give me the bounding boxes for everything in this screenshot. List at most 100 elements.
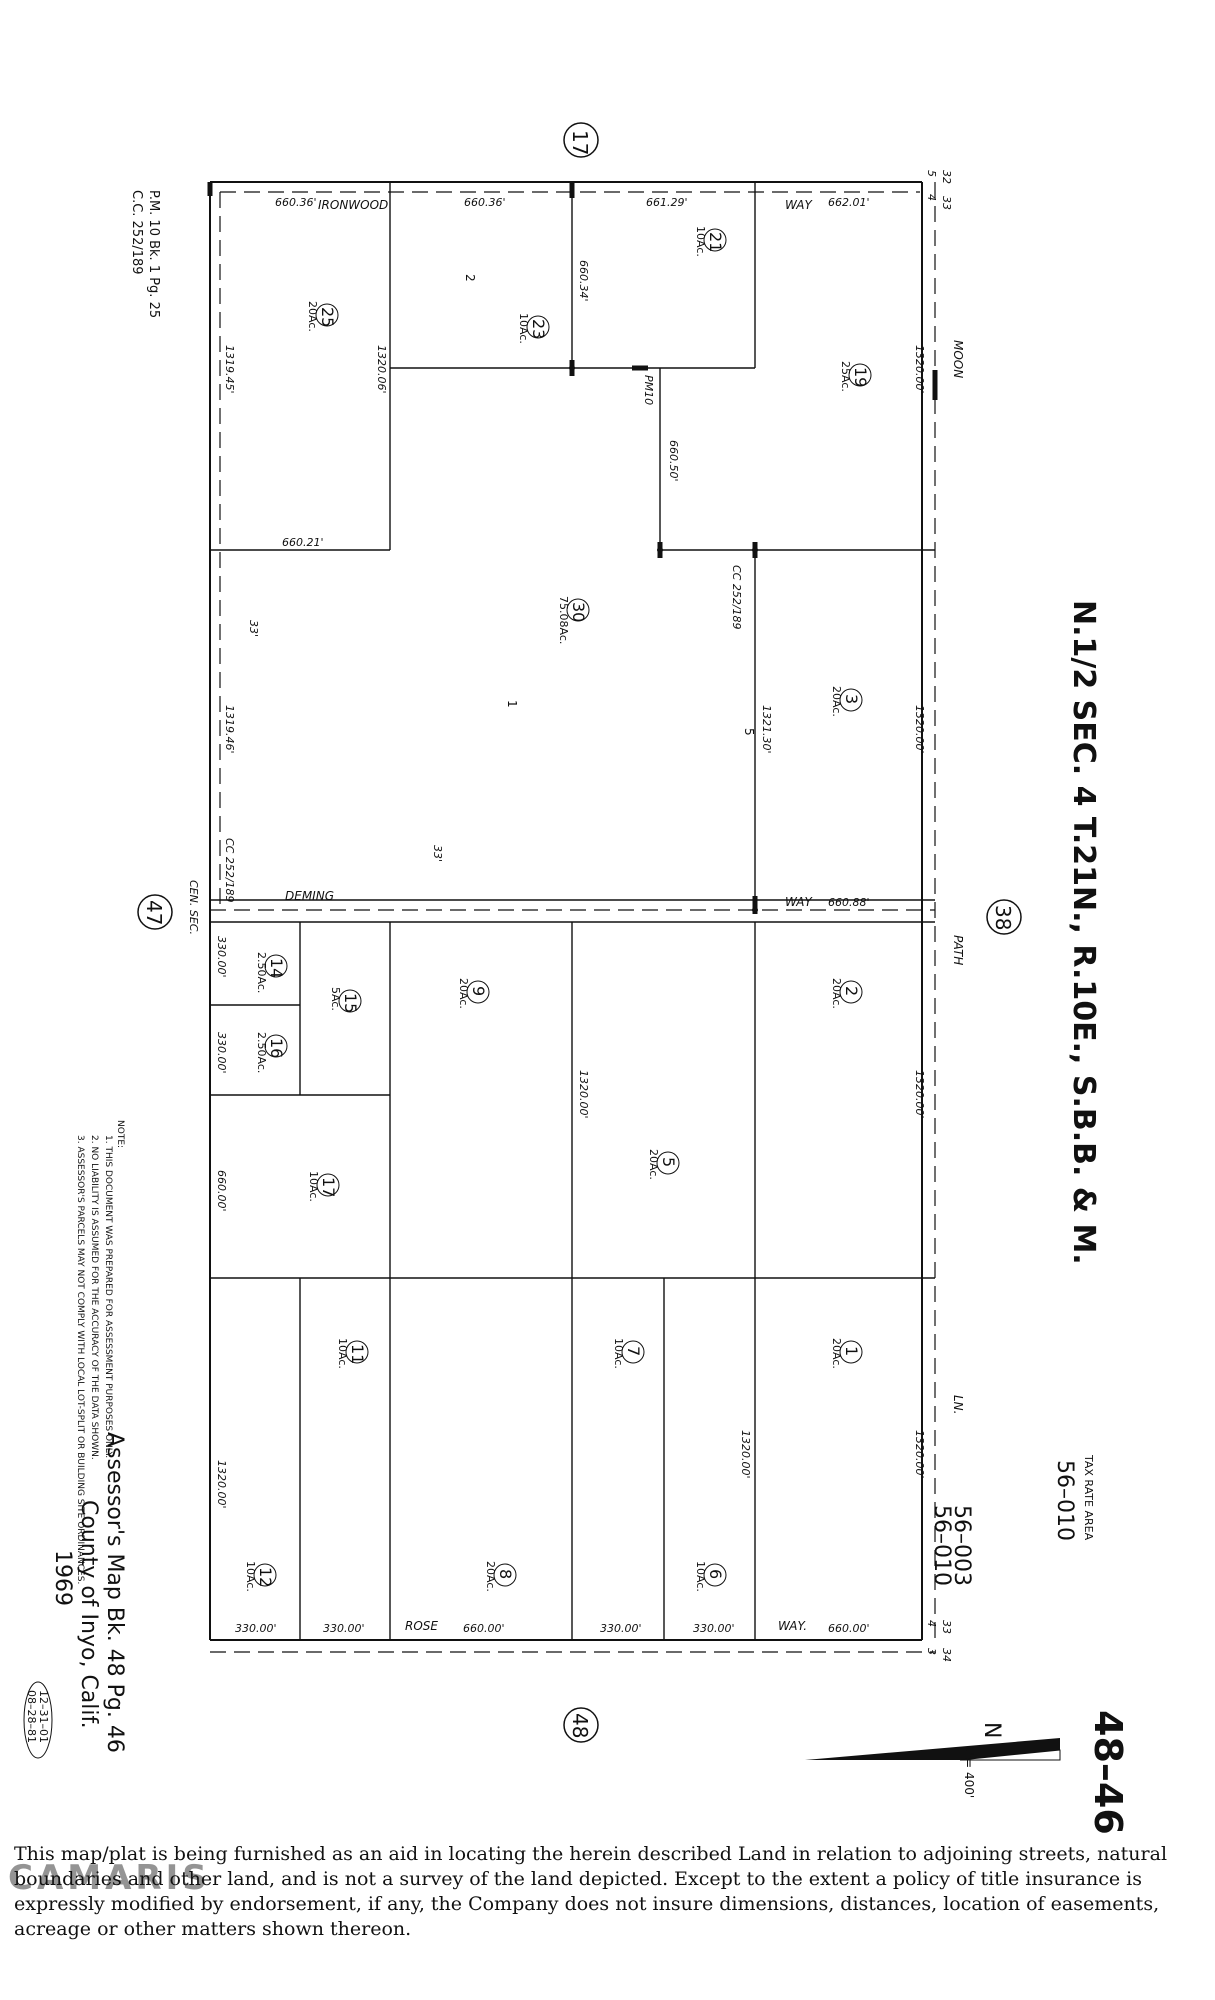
svg-text:3: 3 <box>925 1648 938 1655</box>
svg-text:1: 1 <box>842 1346 861 1356</box>
map-title: N.1/2 SEC. 4 T.21N., R.10E., S.B.B. & M. <box>1066 600 1101 1265</box>
svg-text:10Ac.: 10Ac. <box>612 1338 625 1369</box>
svg-text:75.08Ac.: 75.08Ac. <box>557 596 570 644</box>
svg-text:N: N <box>979 1722 1004 1738</box>
svg-text:IRONWOOD: IRONWOOD <box>318 198 388 212</box>
svg-text:56–010: 56–010 <box>1052 1460 1077 1541</box>
svg-text:1: 1 <box>505 700 519 708</box>
svg-text:5: 5 <box>742 728 756 736</box>
svg-text:330.00': 330.00' <box>215 1032 228 1074</box>
svg-text:33: 33 <box>940 1620 953 1634</box>
svg-text:11: 11 <box>348 1344 367 1364</box>
svg-text:10Ac.: 10Ac. <box>517 313 530 344</box>
svg-text:1"= 400': 1"= 400' <box>962 1745 976 1798</box>
svg-text:5Ac.: 5Ac. <box>329 987 342 1011</box>
map-number: 48–46 <box>1086 1710 1130 1835</box>
svg-text:17: 17 <box>319 1177 338 1197</box>
street-names: IRONWOOD WAY MOON DEMING WAY PATH LN. RO… <box>285 198 965 1633</box>
svg-text:56–003: 56–003 <box>949 1505 974 1586</box>
svg-text:WAY.: WAY. <box>778 1619 807 1633</box>
svg-text:4: 4 <box>925 1620 938 1627</box>
svg-text:20Ac.: 20Ac. <box>457 978 470 1009</box>
svg-text:WAY: WAY <box>785 198 813 212</box>
svg-text:660.88': 660.88' <box>828 896 870 909</box>
svg-text:660.36': 660.36' <box>275 196 317 209</box>
rotated-title-group: N.1/2 SEC. 4 T.21N., R.10E., S.B.B. & M. <box>1066 600 1101 1265</box>
tax-rate-area: TAX RATE AREA 56–010 56–003 56–010 <box>929 1454 1095 1586</box>
svg-text:CEN. SEC.: CEN. SEC. <box>187 880 200 935</box>
svg-text:20Ac.: 20Ac. <box>306 301 319 332</box>
svg-text:P.M. 10 Bk. 1 Pg. 25: P.M. 10 Bk. 1 Pg. 25 <box>146 190 161 318</box>
svg-text:8: 8 <box>496 1569 515 1579</box>
svg-text:330.00': 330.00' <box>235 1622 277 1635</box>
parcel-14: 142.50Ac. <box>255 952 288 993</box>
svg-text:1969: 1969 <box>50 1550 75 1606</box>
svg-text:1. THIS DOCUMENT WAS PREPARED: 1. THIS DOCUMENT WAS PREPARED FOR ASSESS… <box>103 1135 113 1458</box>
svg-text:14: 14 <box>267 958 286 978</box>
svg-text:1320.00': 1320.00' <box>913 1070 926 1119</box>
svg-text:10Ac.: 10Ac. <box>336 1338 349 1369</box>
svg-text:21: 21 <box>706 232 725 252</box>
svg-text:1320.00': 1320.00' <box>577 1070 590 1119</box>
lot-numbers: 2 1 5 <box>463 274 756 736</box>
svg-text:660.50': 660.50' <box>667 440 680 482</box>
svg-text:3. ASSESSOR'S PARCELS MAY NOT: 3. ASSESSOR'S PARCELS MAY NOT COMPLY WIT… <box>75 1135 85 1584</box>
svg-text:20Ac.: 20Ac. <box>830 978 843 1009</box>
svg-text:20Ac.: 20Ac. <box>830 686 843 717</box>
notes-block: NOTE: 1. THIS DOCUMENT WAS PREPARED FOR … <box>75 1120 125 1584</box>
svg-text:17: 17 <box>568 130 592 155</box>
svg-text:C.C. 252/189: C.C. 252/189 <box>129 190 144 275</box>
svg-text:25Ac.: 25Ac. <box>839 361 852 392</box>
svg-text:33: 33 <box>940 196 953 210</box>
svg-text:32: 32 <box>940 170 953 184</box>
svg-text:1319.46': 1319.46' <box>223 705 236 754</box>
svg-text:660.00': 660.00' <box>215 1170 228 1212</box>
svg-text:660.21': 660.21' <box>282 536 324 549</box>
svg-text:330.00': 330.00' <box>600 1622 642 1635</box>
svg-text:15: 15 <box>341 993 360 1013</box>
svg-text:2.50Ac.: 2.50Ac. <box>255 952 268 993</box>
watermark: CAMARIS <box>8 1858 211 1898</box>
svg-text:10Ac.: 10Ac. <box>694 1561 707 1592</box>
svg-text:12: 12 <box>256 1567 275 1587</box>
svg-text:25: 25 <box>318 307 337 327</box>
parcel-lines <box>210 182 935 1640</box>
svg-text:1320.00': 1320.00' <box>913 705 926 754</box>
svg-text:47: 47 <box>142 900 166 925</box>
svg-text:20Ac.: 20Ac. <box>484 1561 497 1592</box>
svg-text:DEMING: DEMING <box>285 889 334 903</box>
svg-text:5: 5 <box>659 1157 678 1167</box>
svg-text:2.50Ac.: 2.50Ac. <box>255 1032 268 1073</box>
svg-text:330.00': 330.00' <box>693 1622 735 1635</box>
svg-text:1320.00': 1320.00' <box>913 1430 926 1479</box>
north-arrow: N 1"= 400' <box>805 1722 1061 1798</box>
svg-text:1321.30': 1321.30' <box>760 705 773 754</box>
svg-text:9: 9 <box>469 986 488 996</box>
adjacent-books: 17 38 47 48 <box>137 122 1022 1743</box>
svg-text:662.01': 662.01' <box>828 196 870 209</box>
svg-text:56–010: 56–010 <box>929 1505 954 1586</box>
svg-text:10Ac.: 10Ac. <box>694 226 707 257</box>
svg-text:10Ac.: 10Ac. <box>307 1171 320 1202</box>
svg-text:660.00': 660.00' <box>828 1622 870 1635</box>
svg-text:23: 23 <box>529 319 548 339</box>
svg-text:330.00': 330.00' <box>323 1622 365 1635</box>
annotations: CC 252/189 CC 252/189 PM10 CEN. SEC. <box>187 375 743 935</box>
svg-text:660.36': 660.36' <box>464 196 506 209</box>
svg-text:2: 2 <box>463 274 477 282</box>
svg-text:1320.06': 1320.06' <box>375 345 388 394</box>
svg-text:CC 252/189: CC 252/189 <box>223 838 236 903</box>
